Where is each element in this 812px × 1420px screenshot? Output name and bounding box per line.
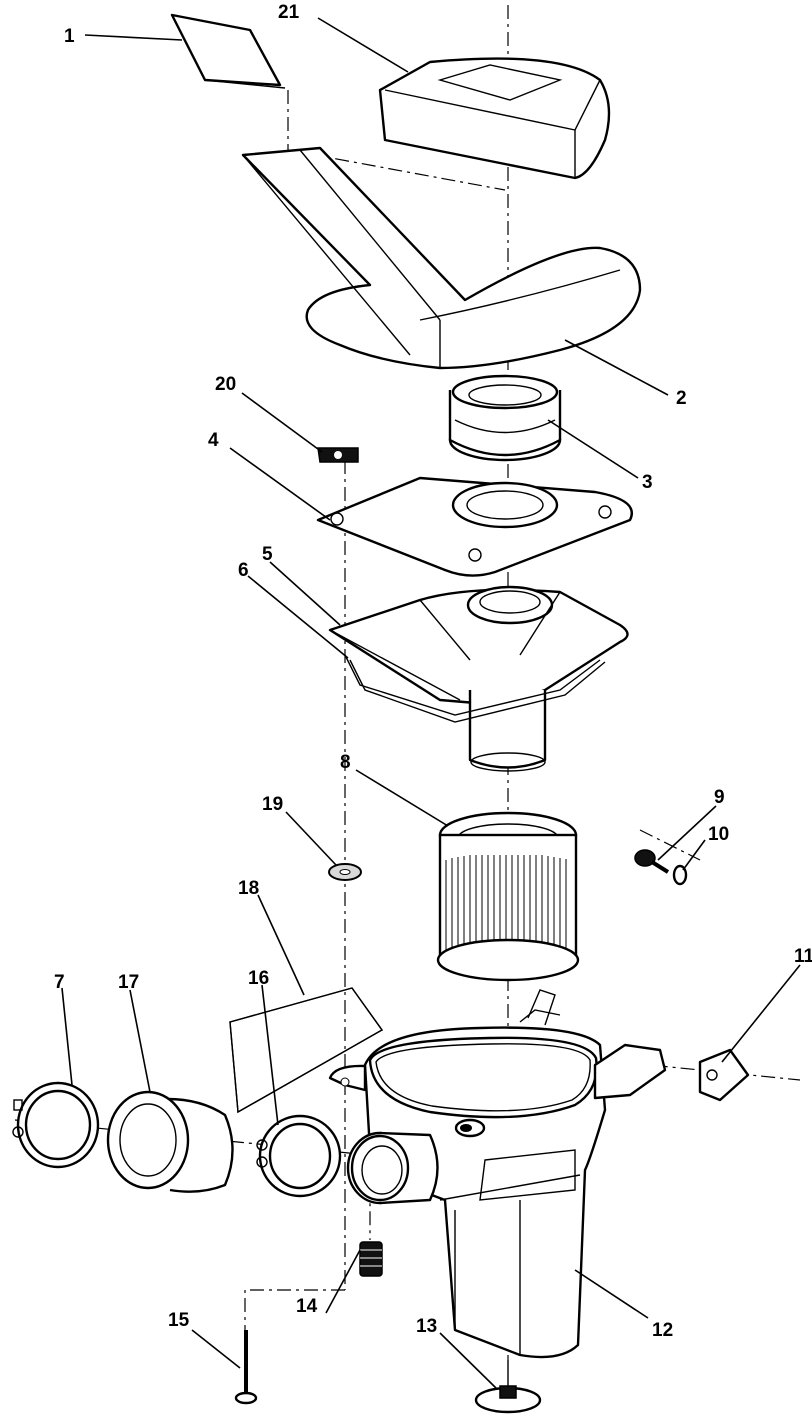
part-15-bolt xyxy=(234,1330,258,1405)
callout-8: 8 xyxy=(340,752,351,773)
callout-7: 7 xyxy=(54,972,65,993)
callout-2: 2 xyxy=(676,388,687,409)
housing-inlet-spigot xyxy=(346,1131,439,1205)
callout-6: 6 xyxy=(238,560,249,581)
callout-11: 11 xyxy=(794,946,812,967)
part-11-bracket xyxy=(698,1048,750,1102)
part-4-gasket-plate xyxy=(316,476,633,577)
callout-15: 15 xyxy=(168,1310,190,1331)
leader-lines xyxy=(61,17,801,1389)
part-20-clip xyxy=(317,447,359,463)
callout-21: 21 xyxy=(278,2,300,23)
callout-18: 18 xyxy=(238,878,259,899)
part-1-decal xyxy=(170,13,286,89)
callout-5: 5 xyxy=(262,544,273,565)
callout-19: 19 xyxy=(262,794,283,815)
callout-numbers: 1 21 2 3 20 4 5 6 8 19 9 10 11 18 7 17 1… xyxy=(54,2,812,1341)
part-18-label xyxy=(229,987,384,1114)
callout-17: 17 xyxy=(118,972,139,993)
part-21-foam-block xyxy=(378,57,611,180)
callout-12: 12 xyxy=(652,1320,673,1341)
callout-3: 3 xyxy=(642,472,653,493)
part-13-drain-valve xyxy=(474,1360,542,1414)
part-19-washer xyxy=(328,863,362,881)
callout-20: 20 xyxy=(215,374,236,395)
part-2-intake-cover xyxy=(241,146,642,370)
part-3-coupler xyxy=(448,374,562,462)
part-17-adapter xyxy=(106,1090,234,1193)
part-7-clamp xyxy=(12,1081,100,1169)
callout-4: 4 xyxy=(208,430,219,451)
part-6-lid-gasket xyxy=(344,654,606,723)
callout-1: 1 xyxy=(64,26,75,47)
filter-pleats xyxy=(445,855,567,955)
part-8-filter-element xyxy=(436,811,580,982)
part-5-housing-lid xyxy=(328,585,629,772)
part-10-washer xyxy=(672,864,688,886)
part-16-clamp xyxy=(256,1114,342,1198)
part-14-drain-plug xyxy=(359,1241,383,1277)
part-12-airbox-housing xyxy=(328,989,667,1359)
callout-14: 14 xyxy=(296,1296,318,1317)
callout-10: 10 xyxy=(708,824,729,845)
callout-13: 13 xyxy=(416,1316,437,1337)
callout-9: 9 xyxy=(714,787,725,808)
part-9-screw xyxy=(634,849,670,874)
callout-16: 16 xyxy=(248,968,269,989)
